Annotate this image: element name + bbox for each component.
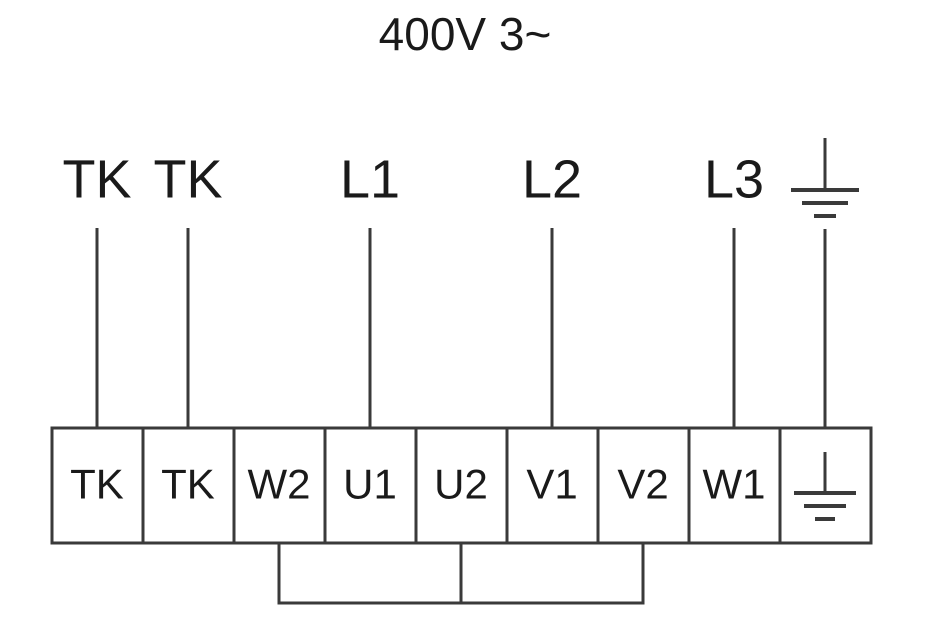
- terminal-label-v2-6: V2: [617, 461, 668, 508]
- terminal-label-u2-4: U2: [434, 461, 488, 508]
- terminal-label-w2-2: W2: [248, 461, 311, 508]
- terminal-box-tk[interactable]: [141, 426, 236, 545]
- supply-label-tk-0: TK: [62, 149, 131, 209]
- supply-label-l1-2: L1: [340, 149, 400, 209]
- terminal-box-w1[interactable]: [687, 426, 782, 545]
- jumper-w2-u2: [277, 543, 463, 605]
- terminal-label-u1-3: U1: [343, 461, 397, 508]
- supply-label-tk-1: TK: [153, 149, 222, 209]
- terminal-strip: TK TK W2 U1 U2 V1 V2 W1: [50, 426, 873, 545]
- terminal-box-v1[interactable]: [505, 426, 600, 545]
- supply-lead-wires: [95, 228, 736, 428]
- terminal-box-u2[interactable]: [414, 426, 509, 545]
- terminal-label-tk-1: TK: [161, 461, 215, 508]
- jumper-links: [277, 543, 645, 605]
- terminal-box-v2[interactable]: [596, 426, 691, 545]
- terminal-label-v1-5: V1: [526, 461, 577, 508]
- supply-label-l2-3: L2: [522, 149, 582, 209]
- jumper-u2-v2: [459, 543, 645, 605]
- earth-lead: [791, 138, 859, 428]
- diagram-title: 400V 3~: [379, 8, 552, 60]
- terminal-label-tk-0: TK: [70, 461, 124, 508]
- supply-lead-labels: TK TK L1 L2 L3: [62, 149, 764, 209]
- terminal-label-w1-7: W1: [703, 461, 766, 508]
- supply-label-l3-4: L3: [704, 149, 764, 209]
- terminal-box-u1[interactable]: [323, 426, 418, 545]
